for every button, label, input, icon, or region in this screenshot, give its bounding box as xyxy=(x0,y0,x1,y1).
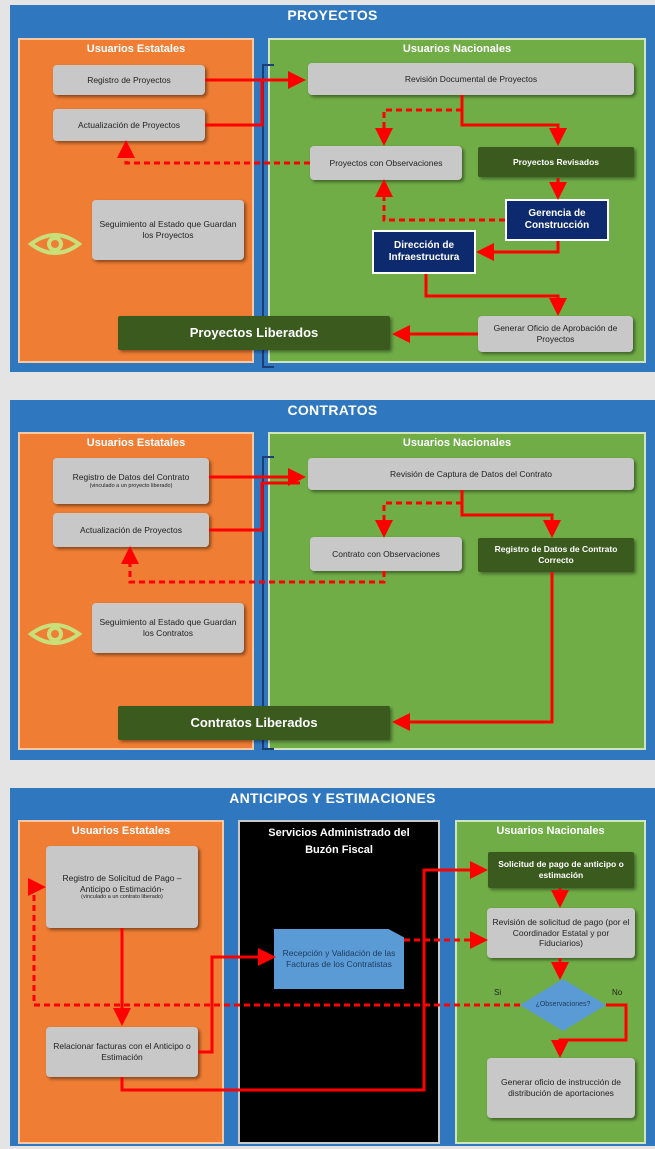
no-label: No xyxy=(612,988,623,997)
revision-captura-box[interactable]: Revisión de Captura de Datos del Contrat… xyxy=(308,458,634,490)
contrato-observaciones-box[interactable]: Contrato con Observaciones xyxy=(310,537,462,571)
proyectos-revisados-box[interactable]: Proyectos Revisados xyxy=(478,147,634,177)
region-title: Usuarios Estatales xyxy=(86,43,186,55)
recepcion-facturas-box[interactable]: Recepción y Validación de las Facturas d… xyxy=(274,929,404,989)
registro-contrato-note: (vinculado a un proyecto liberado) xyxy=(89,482,173,489)
si-label: Si xyxy=(494,988,502,997)
contrato-correcto-box[interactable]: Registro de Datos de Contrato Correcto xyxy=(478,538,634,572)
solicitud-pago-box[interactable]: Solicitud de pago de anticipo o estimaci… xyxy=(488,852,634,888)
registro-solicitud-note: (vinculado a un contrato liberado) xyxy=(81,894,163,901)
registro-contrato-box[interactable]: Registro de Datos del Contrato (vinculad… xyxy=(53,458,209,504)
bracket xyxy=(262,64,274,368)
region-title: Servicios Administrado del Buzón Fiscal xyxy=(268,827,410,856)
region-title: Usuarios Nacionales xyxy=(496,825,605,837)
contratos-liberados-box[interactable]: Contratos Liberados xyxy=(118,706,390,740)
actualizacion-contratos-box[interactable]: Actualización de Proyectos xyxy=(53,513,209,547)
region-title: Usuarios Estatales xyxy=(86,437,186,449)
registro-proyectos-box[interactable]: Registro de Proyectos xyxy=(53,65,205,95)
seguimiento-contratos-box[interactable]: Seguimiento al Estado que Guardan los Co… xyxy=(92,603,244,653)
generar-oficio-box[interactable]: Generar Oficio de Aprobación de Proyecto… xyxy=(478,316,633,352)
anticipos-title: ANTICIPOS Y ESTIMACIONES xyxy=(229,790,436,806)
region-title: Usuarios Nacionales xyxy=(402,437,512,449)
actualizacion-proyectos-box[interactable]: Actualización de Proyectos xyxy=(53,109,205,141)
seguimiento-proyectos-box[interactable]: Seguimiento al Estado que Guardan los Pr… xyxy=(92,200,244,260)
relacionar-facturas-box[interactable]: Relacionar facturas con el Anticipo o Es… xyxy=(46,1027,198,1077)
region-title: Usuarios Nacionales xyxy=(402,43,512,55)
registro-solicitud-box[interactable]: Registro de Solicitud de Pago –Anticipo … xyxy=(46,846,198,928)
generar-oficio-instruccion-box[interactable]: Generar oficio de instrucción de distrib… xyxy=(487,1058,635,1118)
proyectos-liberados-box[interactable]: Proyectos Liberados xyxy=(118,316,390,350)
revision-solicitud-box[interactable]: Revisión de solicitud de pago (por el Co… xyxy=(487,908,635,958)
proyectos-title: PROYECTOS xyxy=(287,7,378,23)
eye-icon xyxy=(28,623,82,645)
gerencia-construccion-box[interactable]: Gerencia de Construcción xyxy=(505,199,609,241)
direccion-infraestructura-box[interactable]: Dirección de Infraestructura xyxy=(372,230,476,274)
contratos-title: CONTRATOS xyxy=(287,402,378,418)
proyectos-observaciones-box[interactable]: Proyectos con Observaciones xyxy=(310,146,462,180)
eye-icon xyxy=(28,233,82,255)
registro-contrato-label: Registro de Datos del Contrato xyxy=(72,472,190,483)
region-title: Usuarios Estatales xyxy=(71,825,171,837)
bracket xyxy=(262,456,274,750)
registro-solicitud-label: Registro de Solicitud de Pago –Anticipo … xyxy=(62,872,182,894)
revision-documental-box[interactable]: Revisión Documental de Proyectos xyxy=(308,63,634,95)
